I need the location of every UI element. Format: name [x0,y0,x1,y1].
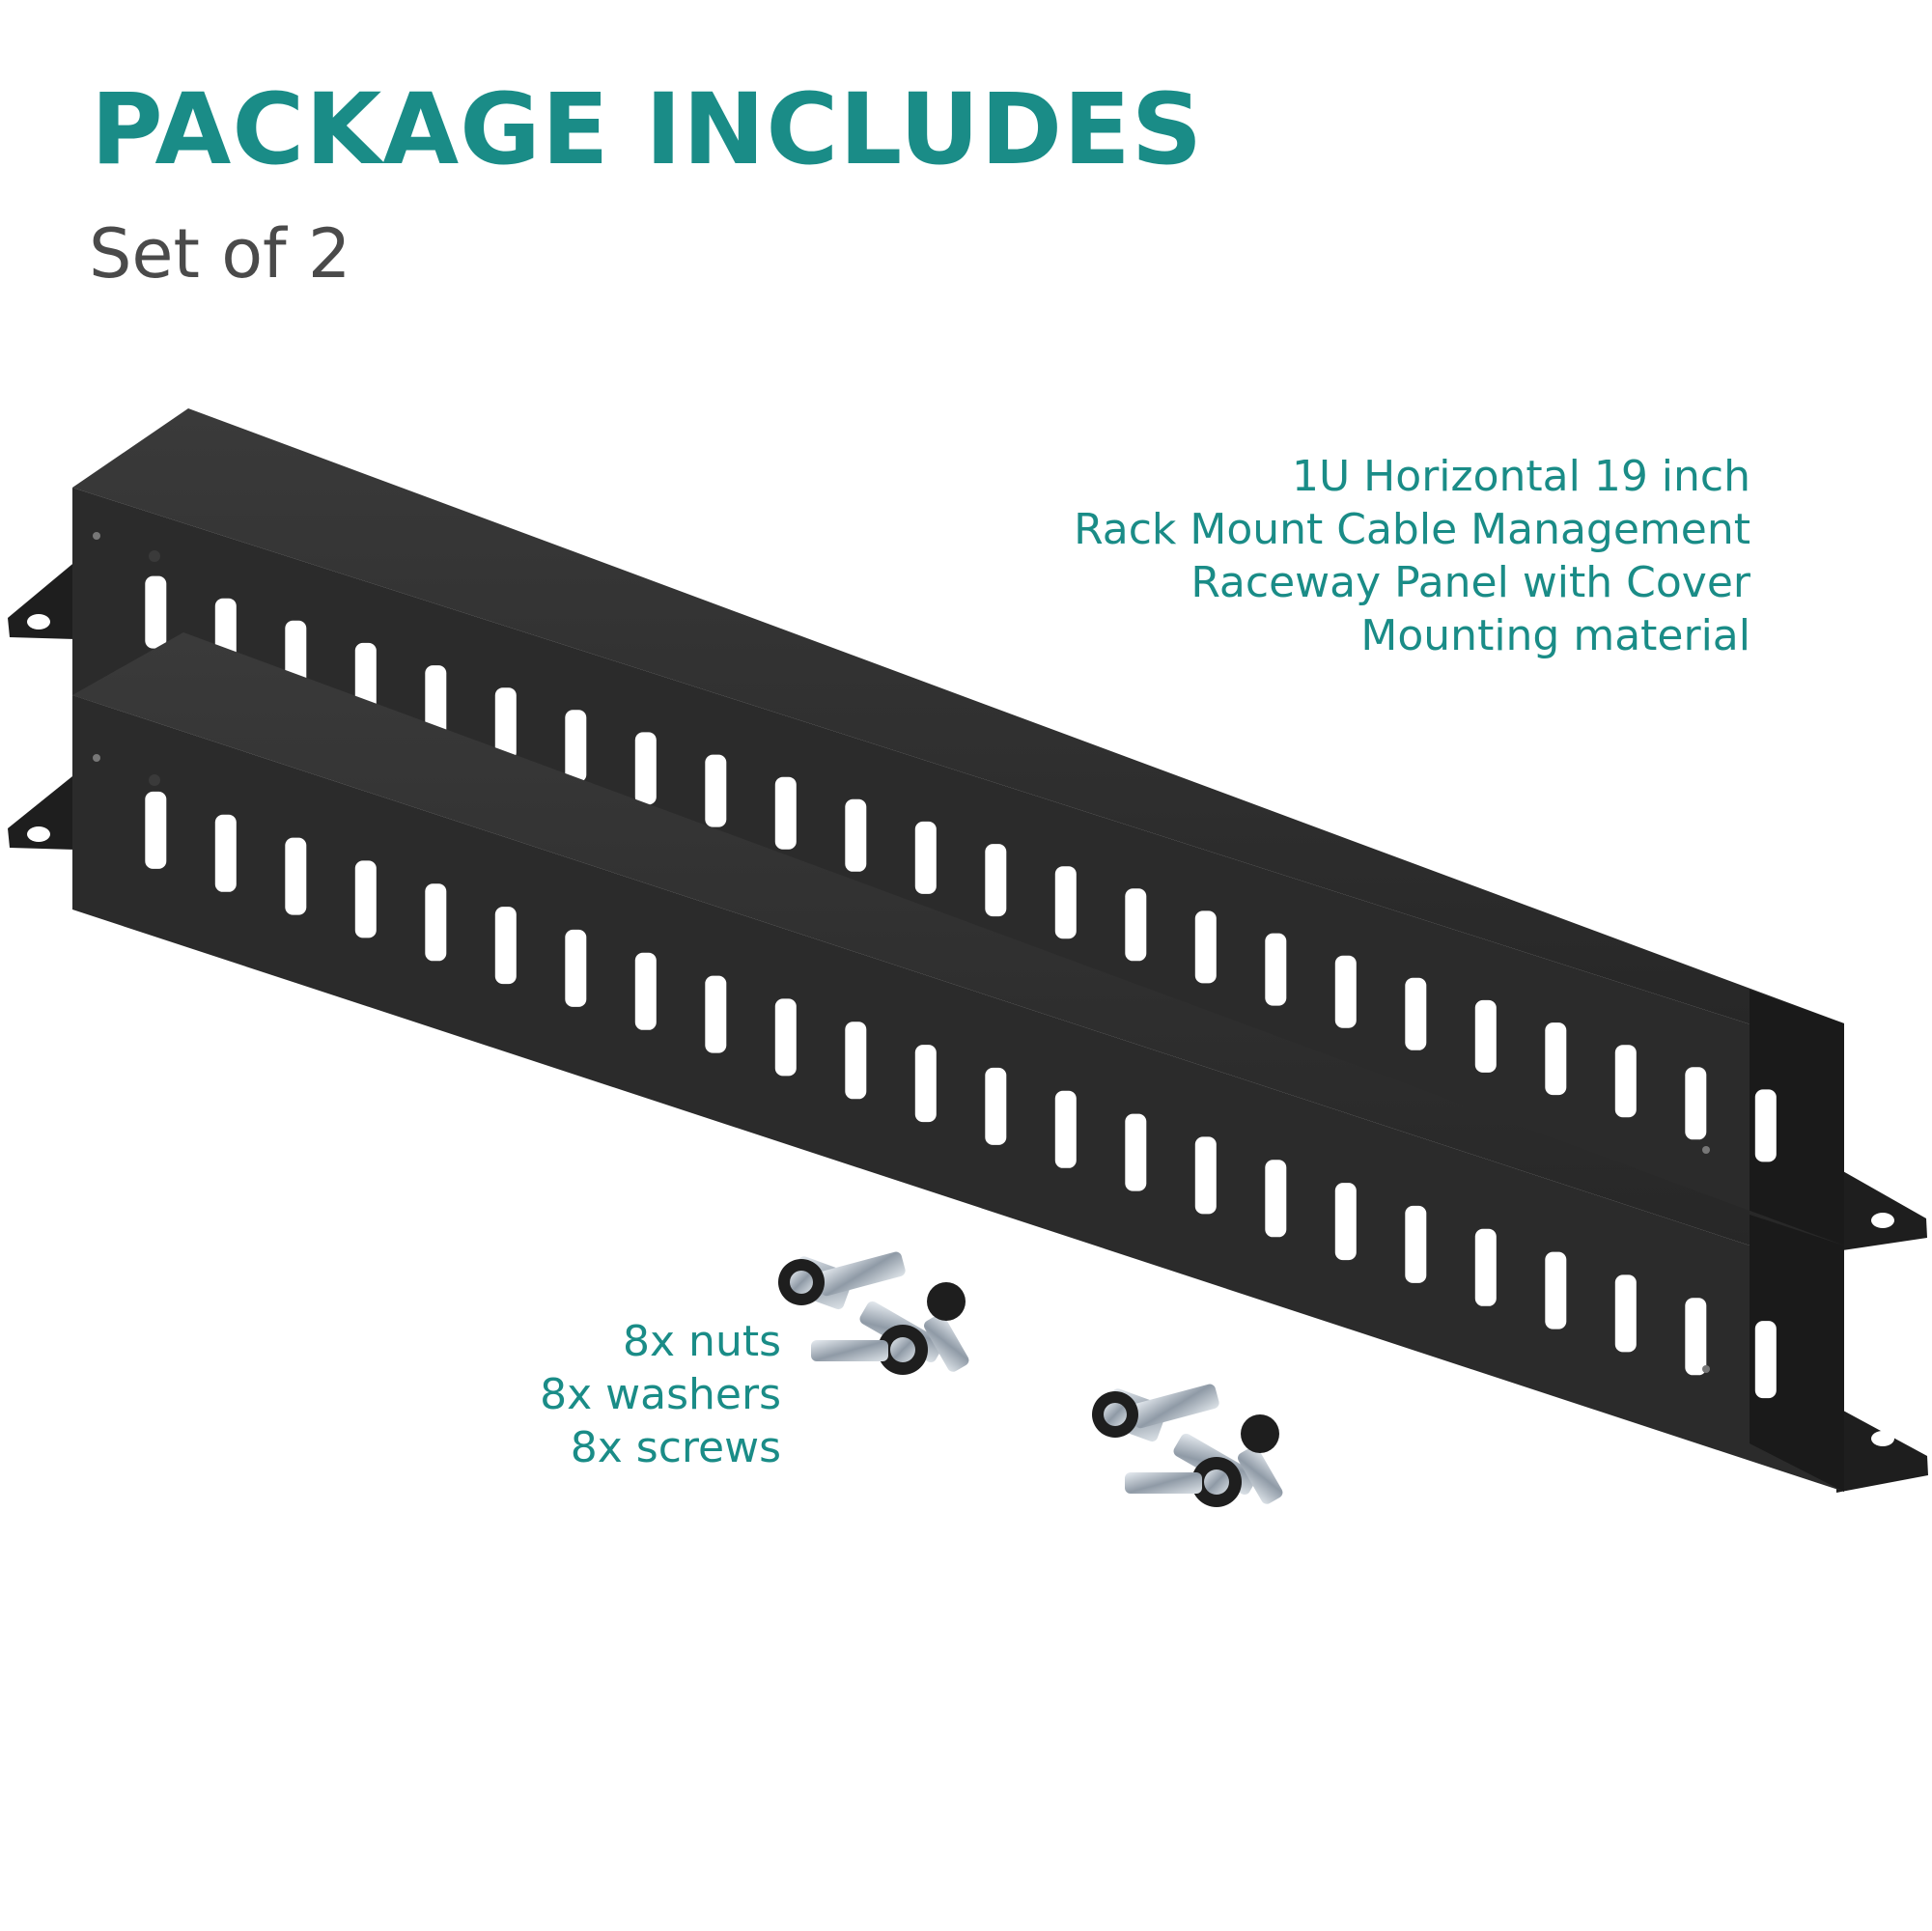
product-line: 1U Horizontal 19 inch [1292,452,1750,501]
panel-face [72,695,1844,1492]
product-line: Mounting material [1360,611,1750,660]
hardware-pile [778,1251,969,1375]
screw-hole [93,532,100,540]
panel-top [72,408,1844,1054]
cable-slot [1054,1090,1077,1168]
cable-slot [774,776,797,850]
screw-hole [1702,1146,1710,1154]
cable-slot [634,952,657,1030]
cable-slot [1685,1298,1707,1376]
screw-hole [1702,1365,1710,1373]
product-line: Raceway Panel with Cover [1190,558,1750,607]
cable-slot [774,998,797,1077]
screw-hole [149,550,160,562]
cable-slot [705,754,727,827]
page-title: PACKAGE INCLUDES [91,72,1204,187]
mounting-ear-left [8,772,77,850]
hardware-line: 8x screws [570,1423,781,1472]
cable-slot [914,1045,937,1123]
cable-slot [1474,999,1497,1073]
cable-slot [705,975,727,1053]
cable-slot [425,665,447,739]
cable-slot [1754,1321,1777,1399]
cable-slot [1614,1045,1637,1118]
cable-slot [845,1021,867,1100]
panel-face [72,488,1844,1265]
page-subtitle: Set of 2 [89,214,351,294]
cable-slot [285,837,307,915]
hardware-list: 8x nuts 8x washers 8x screws [540,1315,781,1474]
cable-slot [1054,866,1077,939]
cable-slot [214,814,237,892]
panel-top [72,632,1844,1276]
hardware-pile [1092,1384,1283,1507]
cable-slot [1125,888,1147,962]
cable-slot [494,687,517,761]
cable-slot [1334,955,1357,1028]
cable-slot [1265,933,1287,1006]
cable-slot [425,883,447,962]
product-description: 1U Horizontal 19 inch Rack Mount Cable M… [1074,450,1750,662]
cable-slot [145,575,167,649]
hardware-line: 8x nuts [623,1317,781,1366]
cable-slot [1265,1160,1287,1238]
cable-slot [145,791,167,869]
cable-slot [565,929,587,1007]
hardware-line: 8x washers [540,1370,781,1419]
cable-slot [1405,977,1427,1050]
screw-hole [93,754,100,762]
cable-slot [1194,910,1217,984]
cable-slot [354,860,377,938]
mounting-ear-left [8,560,77,639]
cable-slot [1685,1067,1707,1140]
cable-slots [145,791,1777,1399]
cable-slot [634,732,657,805]
cable-slot [1545,1251,1567,1329]
cable-slot [1545,1022,1567,1096]
cable-slot [354,642,377,715]
cable-panel-front [8,632,1928,1525]
mounting-ear-right [1834,1166,1927,1251]
cable-slot [494,907,517,985]
product-line: Rack Mount Cable Management [1074,505,1750,554]
cable-slot [845,798,867,872]
cable-slot [1405,1205,1427,1283]
cable-slot [985,844,1007,917]
cable-slot [1334,1183,1357,1261]
cable-slot [565,710,587,783]
cable-slot [1194,1136,1217,1215]
cable-slot [1754,1089,1777,1162]
mounting-ear-right [1834,1406,1928,1493]
cable-slot [914,821,937,894]
cable-slot [1474,1228,1497,1306]
cable-slot [1125,1113,1147,1191]
cable-slot [985,1067,1007,1145]
cable-slot [1614,1274,1637,1353]
screw-hole [149,774,160,786]
